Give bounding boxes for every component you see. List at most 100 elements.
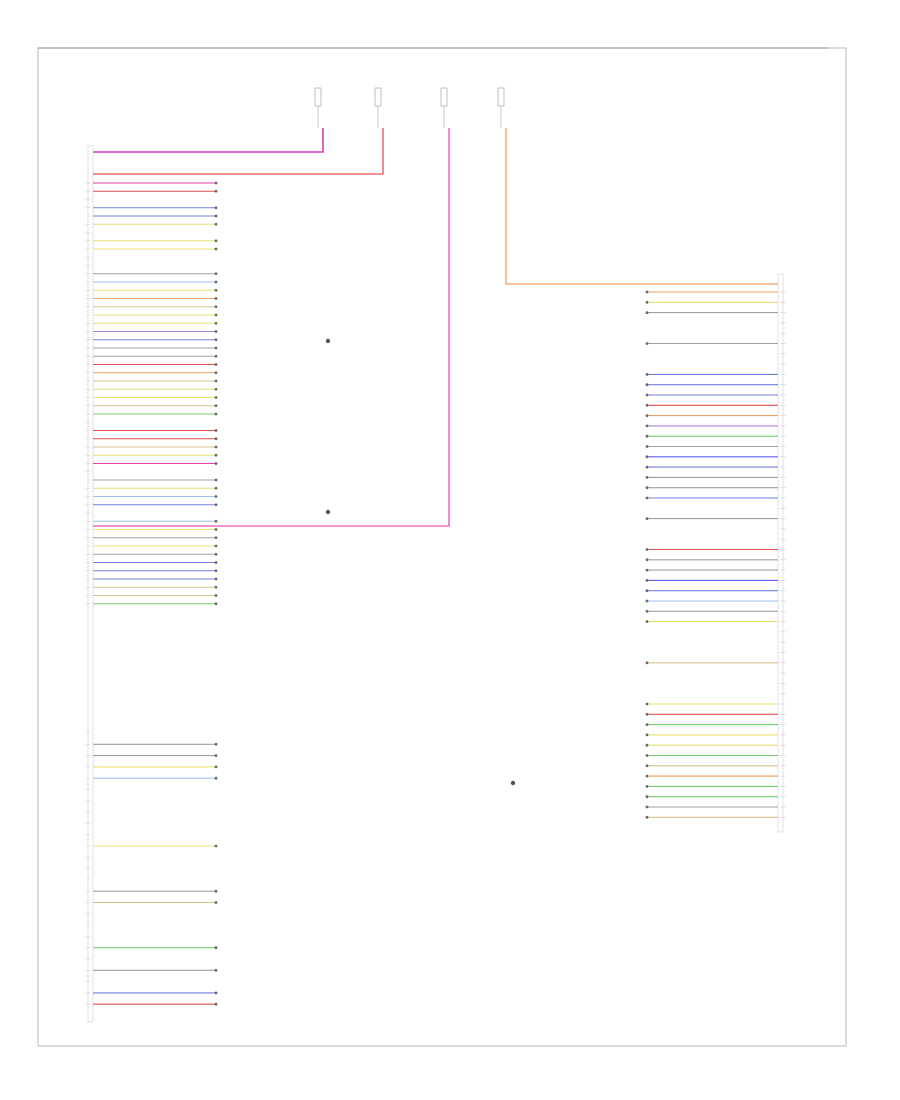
left-terminal (214, 519, 218, 523)
left-terminal (214, 387, 218, 391)
right-terminal (645, 476, 649, 479)
right-terminal (645, 311, 649, 314)
left-terminal (214, 437, 218, 441)
left-terminal (214, 330, 218, 333)
left-terminal (214, 346, 218, 350)
right-terminal (645, 465, 649, 469)
left-terminal (214, 602, 218, 606)
left-lower-terminal (214, 754, 218, 757)
left-lower-terminal (214, 765, 218, 769)
right-terminal (645, 795, 649, 799)
right-terminal (645, 754, 649, 757)
left-terminal (214, 305, 218, 309)
left-terminal (214, 453, 218, 457)
left-terminal (214, 280, 218, 284)
left-lower-terminal (214, 844, 218, 848)
left-terminal (214, 189, 218, 193)
right-terminal (645, 712, 649, 716)
left-terminal (214, 495, 218, 498)
left-lower-terminal (214, 889, 218, 893)
splice-marker (510, 780, 516, 786)
right-terminal (645, 434, 649, 438)
left-lower-terminal (214, 776, 218, 780)
left-terminal (214, 338, 218, 342)
feed-wire-2 (93, 128, 384, 175)
left-terminal (214, 239, 218, 243)
right-terminal (645, 609, 649, 613)
right-terminal (645, 599, 649, 603)
right-terminal (645, 455, 649, 459)
left-terminal (214, 544, 218, 548)
left-terminal (214, 478, 218, 482)
left-lower-terminal (214, 742, 218, 746)
right-terminal (645, 774, 649, 778)
right-terminal (645, 785, 649, 788)
left-terminal (214, 313, 218, 317)
left-terminal (214, 594, 218, 597)
left-terminal (214, 363, 218, 366)
diagram-frame (37, 47, 847, 1047)
right-terminal (645, 342, 649, 345)
right-terminal (645, 733, 649, 737)
left-terminal (214, 404, 218, 408)
fuse-feed-lines (93, 128, 778, 527)
left-lower-terminal (214, 1002, 218, 1006)
left-terminal (214, 577, 218, 581)
right-terminal (645, 548, 649, 551)
feed-wire-4 (505, 128, 778, 285)
left-terminal (214, 412, 218, 416)
left-terminal (214, 561, 218, 564)
left-terminal (214, 297, 218, 300)
left-terminal (214, 288, 218, 292)
left-terminal (214, 445, 218, 449)
fuse-symbol (497, 87, 505, 107)
left-terminal (214, 536, 218, 540)
left-terminal (214, 396, 218, 399)
left-terminal (214, 222, 218, 226)
left-terminal (214, 214, 218, 218)
right-connector-body (777, 273, 784, 833)
right-terminal (645, 517, 649, 520)
left-terminal (214, 429, 218, 432)
splice-marker (325, 509, 331, 515)
right-terminal (645, 403, 649, 407)
right-terminal (645, 661, 649, 665)
left-terminal (214, 486, 218, 490)
right-terminal (645, 496, 649, 500)
right-terminal (645, 589, 649, 593)
splice-markers (325, 338, 516, 786)
right-terminal (645, 486, 649, 490)
feed-wire-3 (93, 128, 450, 527)
right-terminal (645, 743, 649, 747)
right-terminal (645, 620, 649, 623)
left-terminal (214, 272, 218, 276)
left-terminal (214, 569, 218, 573)
left-terminal (214, 181, 218, 185)
right-terminal (645, 764, 649, 768)
right-terminal (645, 815, 649, 819)
left-terminal (214, 462, 218, 465)
right-terminal (645, 373, 649, 376)
left-terminal (214, 528, 218, 531)
left-terminal (214, 371, 218, 375)
fuse-symbol (440, 87, 448, 107)
feed-wire-1 (93, 128, 324, 153)
right-terminal (645, 702, 649, 706)
left-lower-terminal (214, 901, 218, 904)
right-wire-group (645, 290, 786, 819)
right-terminal (645, 805, 649, 809)
left-lower-terminal (214, 946, 218, 950)
left-lower-wire-group (86, 732, 218, 1006)
left-terminal (214, 585, 218, 589)
right-terminal (645, 290, 649, 294)
fuse-symbol (314, 87, 322, 107)
right-terminal (645, 424, 649, 428)
left-terminal (214, 354, 218, 358)
left-terminal (214, 379, 218, 383)
left-lower-terminal (214, 968, 218, 972)
left-terminal (214, 552, 218, 556)
left-terminal (214, 503, 218, 507)
left-terminal (214, 247, 218, 251)
left-lower-terminal (214, 991, 218, 995)
